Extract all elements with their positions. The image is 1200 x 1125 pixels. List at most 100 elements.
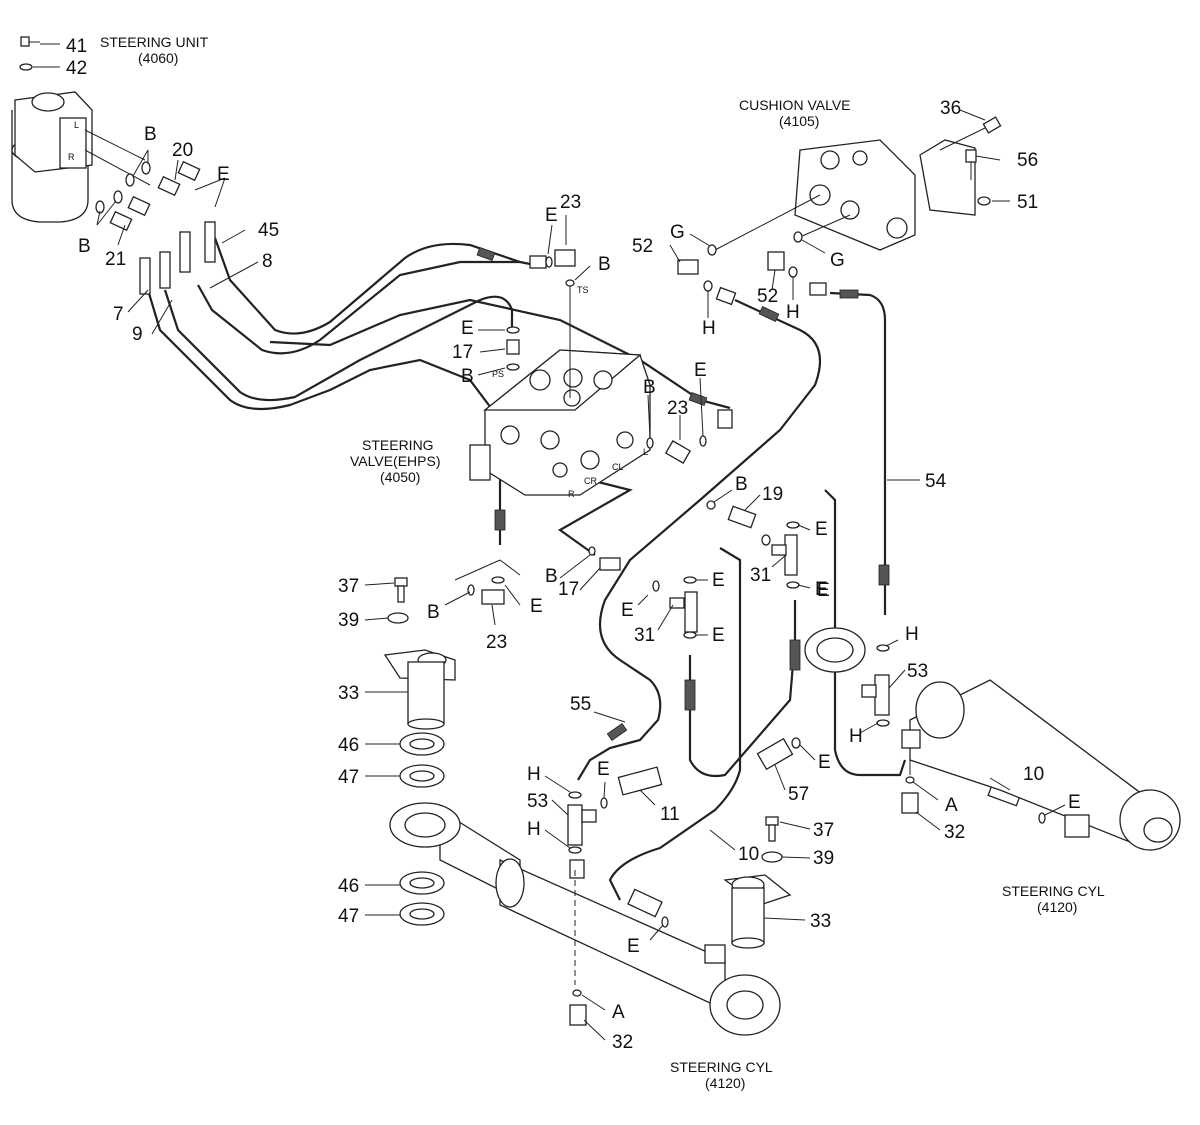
steering-cyl-right-title: STEERING CYL [1002, 883, 1105, 899]
letter-B-TS: B [598, 254, 611, 275]
callout-52-right: 52 [757, 286, 778, 307]
steering-valve-title-2: VALVE(EHPS) [350, 453, 441, 469]
port-mark-R-unit: R [68, 152, 75, 162]
letter-E-23: E [530, 596, 543, 617]
steering-valve-ehps: TS PS L CL CR R [469, 285, 651, 499]
letter-H-53-right-bottom: H [849, 726, 863, 747]
steering-cylinder-bottom [389, 802, 781, 1036]
callout-39-right: 39 [813, 848, 834, 869]
callout-9: 9 [132, 324, 143, 345]
letter-E-57: E [818, 752, 831, 773]
letter-H-53-right-top: H [905, 624, 919, 645]
letter-E-L: E [694, 360, 707, 381]
callout-47-lower: 47 [338, 906, 359, 927]
letter-E-top-23: E [545, 205, 558, 226]
callout-39-left: 39 [338, 610, 359, 631]
washer-47-lower [399, 902, 445, 926]
bolt-36 [939, 116, 1002, 151]
steering-cylinder-right [804, 627, 1181, 851]
callout-53-right: 53 [907, 661, 928, 682]
pin-33-right [723, 874, 792, 949]
letter-A-right: A [945, 795, 958, 816]
steering-cyl-bottom-code: (4120) [705, 1075, 745, 1091]
port-mark-L-valve: L [643, 447, 648, 457]
letter-E-31-bottom: E [815, 579, 828, 600]
port-mark-TS: TS [577, 285, 589, 295]
letter-E-bottom-cyl: E [627, 936, 640, 957]
letter-E-17: E [621, 600, 634, 621]
port-mark-PS: PS [492, 369, 504, 379]
washer-39-left [387, 612, 409, 624]
callout-37-left: 37 [338, 576, 359, 597]
callout-46-lower: 46 [338, 876, 359, 897]
callout-23-lower: 23 [486, 632, 507, 653]
callout-17-lower: 17 [558, 579, 579, 600]
callout-11: 11 [660, 804, 680, 825]
callout-47-upper: 47 [338, 767, 359, 788]
callout-23-right: 23 [667, 398, 688, 419]
letter-E-PS: E [461, 318, 474, 339]
callout-42: 42 [66, 58, 87, 79]
letter-callouts: B B E E B E B B E G G H H B E E E E B E … [78, 124, 1081, 1023]
titles: STEERING UNIT (4060) CUSHION VALVE (4105… [100, 34, 1105, 1091]
callout-8: 8 [262, 251, 273, 272]
plate-51 [977, 196, 1010, 206]
letter-G-left: G [670, 222, 685, 243]
port-mark-CR: CR [584, 476, 597, 486]
washer-46-lower [399, 871, 445, 895]
callout-33-left: 33 [338, 683, 359, 704]
steering-unit-title: STEERING UNIT [100, 34, 209, 50]
letter-E-right-hose: E [817, 580, 830, 601]
letter-A-bottom: A [612, 1002, 625, 1023]
steering-cyl-bottom-title: STEERING CYL [670, 1059, 773, 1075]
callout-10-right: 10 [1023, 764, 1044, 785]
cushion-valve-code: (4105) [779, 113, 819, 129]
bolt-37-left [394, 577, 408, 603]
callout-45: 45 [258, 220, 279, 241]
letter-B-17: B [545, 566, 558, 587]
callout-31-left: 31 [634, 625, 655, 646]
callout-56: 56 [1017, 150, 1038, 171]
steering-unit-code: (4060) [138, 50, 178, 66]
bolt-37-right [765, 816, 779, 842]
leader-lines [127, 109, 1066, 1041]
washer-39-right [761, 851, 783, 863]
hoses [146, 237, 907, 901]
letter-B-L: B [643, 377, 656, 398]
callout-23-top: 23 [560, 192, 581, 213]
callout-32-right: 32 [944, 822, 965, 843]
callout-21: 21 [105, 249, 126, 270]
callout-54: 54 [925, 471, 947, 492]
letter-E-right-cyl: E [1068, 792, 1081, 813]
part-callouts: 41 42 20 21 45 8 7 9 23 17 23 36 56 51 5… [66, 36, 1044, 1053]
callout-31-right: 31 [750, 565, 771, 586]
letter-E-31b-top: E [712, 570, 725, 591]
callout-36: 36 [940, 98, 961, 119]
letter-B-unit-top: B [144, 124, 157, 145]
cushion-valve [714, 139, 976, 251]
callout-33-right: 33 [810, 911, 831, 932]
letter-B-23: B [427, 602, 440, 623]
callout-57: 57 [788, 784, 809, 805]
callout-7: 7 [113, 304, 124, 325]
fittings-and-orings [454, 231, 1046, 928]
callout-20: 20 [172, 140, 193, 161]
letter-E-31b-bottom: E [712, 625, 725, 646]
letter-G-right: G [830, 250, 845, 271]
hose-crimps [476, 246, 890, 741]
callout-51: 51 [1017, 192, 1038, 213]
callout-10-bottom: 10 [738, 844, 759, 865]
callout-46-upper: 46 [338, 735, 359, 756]
callout-19: 19 [762, 484, 783, 505]
bolt-41 [20, 36, 60, 47]
washer-42 [19, 63, 60, 71]
callout-53-left: 53 [527, 791, 548, 812]
callout-17-upper: 17 [452, 342, 473, 363]
letter-E-unit: E [217, 164, 230, 185]
steering-valve-code: (4050) [380, 469, 420, 485]
washer-46-upper [399, 732, 445, 756]
letter-H-right-top: H [786, 302, 800, 323]
letter-B-PS: B [461, 366, 474, 387]
